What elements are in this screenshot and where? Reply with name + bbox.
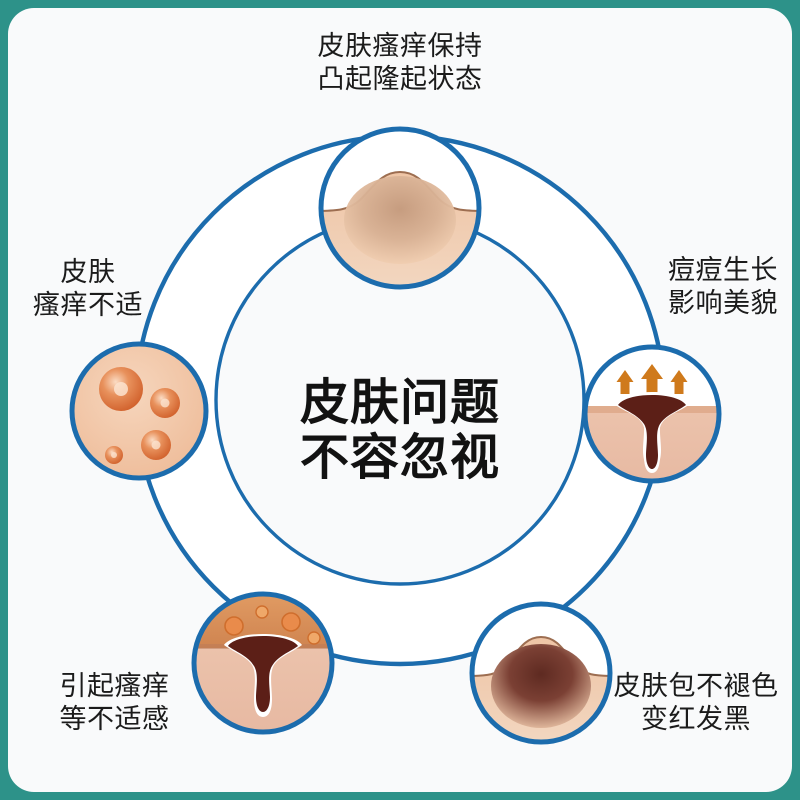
node-left-label: 皮肤 瘙痒不适 <box>33 257 143 320</box>
node-bottom-right-illustration[interactable] <box>466 601 616 752</box>
skin-problem-ring-diagram <box>69 126 722 752</box>
node-right-label: 痘痘生长 影响美貌 <box>668 255 778 318</box>
node-left-illustration[interactable] <box>69 341 209 481</box>
poster-card: 皮肤问题 不容忽视 皮肤瘙痒保持 凸起隆起状态 痘痘生长 影响美貌 皮肤包不褪色… <box>8 8 792 792</box>
surface-bubbles-icon <box>224 605 321 645</box>
pore-plug-shape <box>228 636 298 712</box>
node-bottom-left-illustration[interactable] <box>191 591 335 735</box>
center-title: 皮肤问题 不容忽视 <box>299 376 500 485</box>
infographic-stage: 皮肤问题 不容忽视 皮肤瘙痒保持 凸起隆起状态 痘痘生长 影响美貌 皮肤包不褪色… <box>8 8 792 792</box>
node-bottom-right-label: 皮肤包不褪色 变红发黑 <box>613 671 779 734</box>
node-top-illustration[interactable] <box>313 126 487 298</box>
upward-arrows-icon <box>616 364 688 394</box>
pore-plug-shape <box>618 395 686 469</box>
node-bottom-left-label: 引起瘙痒 等不适感 <box>59 671 170 734</box>
node-bottom-right-ring <box>469 601 613 745</box>
node-bottom-left-ring <box>191 591 335 735</box>
node-top-ring <box>318 126 482 290</box>
node-left-ring <box>69 341 209 481</box>
pimples-group <box>99 367 180 464</box>
node-right-ring <box>582 344 722 484</box>
node-top-label: 皮肤瘙痒保持 凸起隆起状态 <box>317 31 483 94</box>
